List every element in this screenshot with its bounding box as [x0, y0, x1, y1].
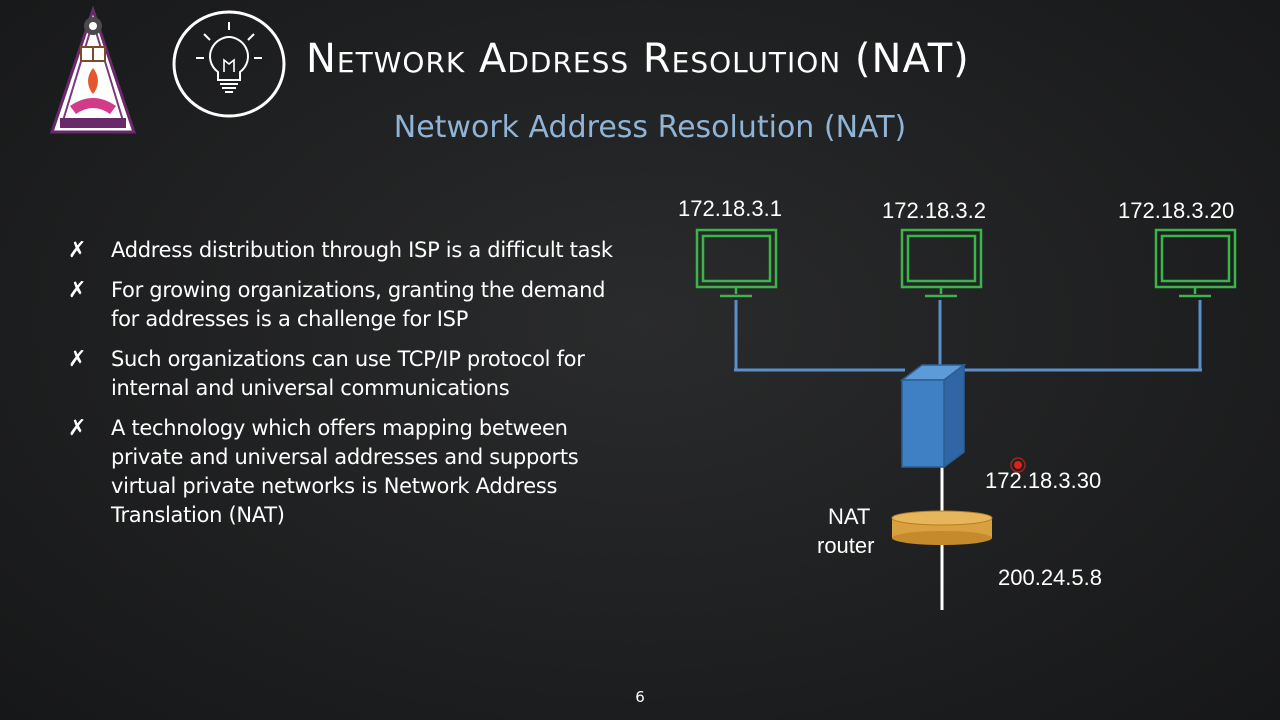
bullet-list: ✗ Address distribution through ISP is a … [66, 236, 626, 541]
host-ip-label: 172.18.3.2 [882, 198, 986, 223]
bullet-text: Address distribution through ISP is a di… [111, 238, 613, 262]
router-icon [891, 510, 993, 545]
cross-icon: ✗ [68, 238, 87, 263]
host-computer-1: 172.18.3.1 [678, 196, 782, 298]
router-label-router: router [817, 533, 874, 558]
bullet-item: ✗ Such organizations can use TCP/IP prot… [66, 345, 626, 403]
bullet-item: ✗ For growing organizations, granting th… [66, 276, 626, 334]
page-number: 6 [635, 688, 645, 706]
slide-subtitle: Network Address Resolution (NAT) [393, 110, 907, 145]
router-label-nat: NAT [828, 504, 870, 529]
bullet-item: ✗ A technology which offers mapping betw… [66, 414, 626, 530]
bullet-text: Such organizations can use TCP/IP protoc… [111, 347, 585, 400]
cross-icon: ✗ [68, 347, 87, 372]
router-private-ip: 172.18.3.30 [985, 468, 1101, 493]
switch-icon [899, 363, 967, 469]
college-logo [50, 6, 136, 134]
slide-title: Network Address Resolution (NAT) [306, 36, 970, 82]
pointer-dot [1010, 457, 1026, 473]
cross-icon: ✗ [68, 416, 87, 441]
bullet-item: ✗ Address distribution through ISP is a … [66, 236, 626, 265]
cross-icon: ✗ [68, 278, 87, 303]
monitor-icon [900, 228, 983, 298]
lightbulb-icon [172, 10, 286, 118]
nat-network-diagram: 172.18.3.1 172.18.3.2 172.18.3.20 [678, 196, 1237, 610]
bullet-text: A technology which offers mapping betwee… [111, 416, 579, 527]
bullet-text: For growing organizations, granting the … [111, 278, 606, 331]
host-computer-2: 172.18.3.2 [882, 198, 986, 298]
router-public-ip: 200.24.5.8 [998, 565, 1102, 590]
monitor-icon [695, 228, 778, 298]
network-links [734, 300, 1202, 375]
host-ip-label: 172.18.3.1 [678, 196, 782, 221]
monitor-icon [1154, 228, 1237, 298]
host-ip-label: 172.18.3.20 [1118, 198, 1234, 223]
host-computer-3: 172.18.3.20 [1118, 198, 1237, 298]
